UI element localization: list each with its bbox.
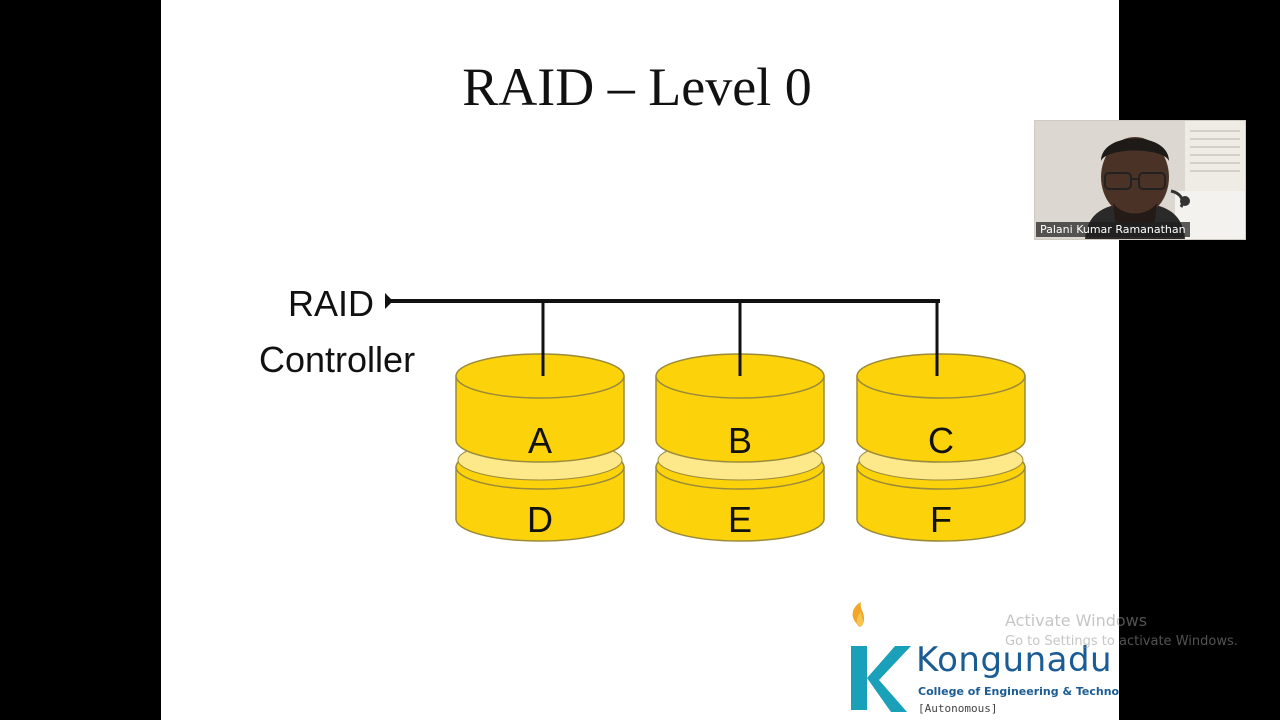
- disk-1-top-label: A: [528, 420, 552, 461]
- disk-1: AD: [455, 353, 625, 542]
- disk-2: BE: [655, 353, 825, 542]
- activation-watermark-subtitle: Go to Settings to activate Windows.: [1005, 634, 1238, 649]
- participant-video-tile[interactable]: Palani Kumar Ramanathan: [1034, 120, 1246, 240]
- controller-bus: [385, 293, 940, 309]
- activation-watermark-title: Activate Windows: [1005, 611, 1148, 630]
- slide-title: RAID – Level 0: [462, 57, 812, 117]
- disk-3-bottom-label: F: [930, 499, 952, 540]
- controller-label-raid: RAID: [288, 283, 374, 324]
- logo-name: Kongunadu: [916, 640, 1113, 680]
- disk-2-top-label: B: [728, 420, 752, 461]
- disk-3-top-label: C: [928, 420, 954, 461]
- participant-name-label: Palani Kumar Ramanathan: [1036, 222, 1190, 237]
- disk-1-bottom-label: D: [527, 499, 553, 540]
- disk-3: CF: [856, 353, 1026, 542]
- logo-autonomous-tag: [Autonomous]: [918, 702, 998, 715]
- disk-2-bottom-label: E: [728, 499, 752, 540]
- kongunadu-logo-icon: [851, 602, 911, 712]
- logo-subtitle: College of Engineering & Technology: [918, 685, 1119, 698]
- controller-label-controller: Controller: [259, 339, 415, 380]
